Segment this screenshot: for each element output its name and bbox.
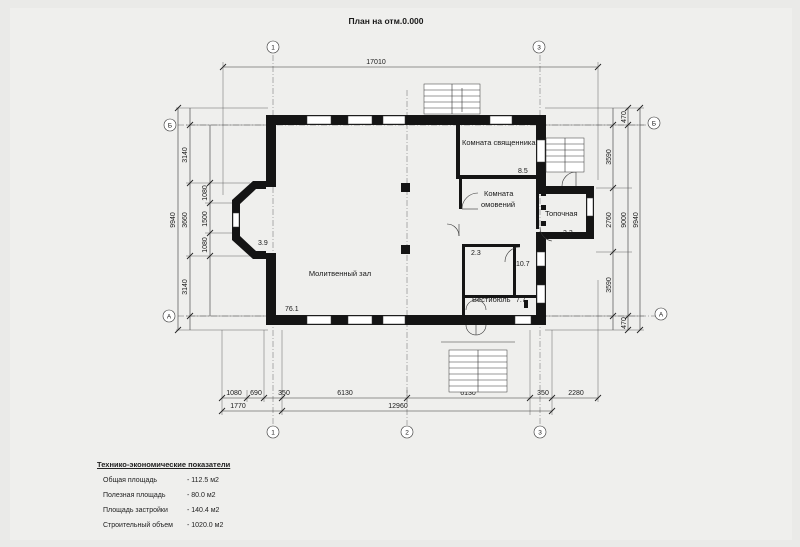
- svg-text:9000: 9000: [621, 212, 628, 228]
- axis-bubble-a-left: А: [162, 309, 176, 323]
- axis-bubble-1-top: 1: [266, 40, 280, 54]
- area-hall: 76.1: [285, 306, 299, 313]
- svg-text:1770: 1770: [230, 403, 246, 410]
- area-apse: 3.9: [258, 240, 268, 247]
- axis-bubble-3-bottom: 3: [533, 425, 547, 439]
- area-corridor: 2.3: [471, 250, 481, 257]
- svg-text:17010: 17010: [366, 59, 386, 66]
- axis-bubble-a-right: А: [654, 307, 668, 321]
- area-priest: 8.5: [518, 168, 528, 175]
- room-label-ablution-1: Комната: [484, 189, 514, 198]
- svg-text:6130: 6130: [460, 390, 476, 397]
- svg-text:1080: 1080: [226, 390, 242, 397]
- room-label-ablution-2: омовений: [481, 200, 515, 209]
- svg-text:1080: 1080: [202, 185, 209, 201]
- plan-title: План на отм.0.000: [348, 16, 423, 26]
- indicator-row: Общая площадь- 112.5 м2: [103, 477, 219, 484]
- svg-text:9940: 9940: [170, 212, 177, 228]
- svg-text:3140: 3140: [182, 147, 189, 163]
- svg-text:1: 1: [271, 45, 275, 52]
- axis-bubble-3-top: 3: [532, 40, 546, 54]
- axis-bubble-2-bottom: 2: [400, 425, 414, 439]
- technical-indicators: Технико-экономические показатели Общая п…: [97, 460, 427, 537]
- svg-text:3590: 3590: [606, 149, 613, 165]
- svg-text:Б: Б: [168, 123, 172, 130]
- area-boiler: 3.3: [563, 230, 573, 237]
- axis-bubble-1-bottom: 1: [266, 425, 280, 439]
- area-vestibule: 7.7: [516, 297, 526, 304]
- indicator-row: Площадь застройки- 140.4 м2: [103, 507, 220, 514]
- indicators-title: Технико-экономические показатели: [97, 460, 231, 469]
- apse-walls: [232, 181, 266, 259]
- indicator-row: Строительный объем- 1020.0 м2: [103, 522, 224, 529]
- room-label-vestibule: Вестибюль: [472, 295, 511, 304]
- svg-text:690: 690: [250, 390, 262, 397]
- room-label-boiler: Топочная: [545, 209, 578, 218]
- svg-text:470: 470: [621, 317, 628, 329]
- interior-walls: [401, 125, 546, 316]
- dimension-top: 17010: [219, 59, 602, 195]
- dimension-left: 3140 3660 3140 1080 1500 1080 9940: [170, 104, 268, 334]
- windows: [232, 115, 594, 325]
- room-label-priest: Комната священника: [462, 138, 536, 147]
- svg-text:3: 3: [537, 45, 541, 52]
- svg-text:1500: 1500: [202, 211, 209, 227]
- svg-text:9940: 9940: [633, 212, 640, 228]
- svg-text:2280: 2280: [568, 390, 584, 397]
- svg-text:Б: Б: [652, 121, 656, 128]
- svg-text:1: 1: [271, 430, 275, 437]
- svg-text:2760: 2760: [606, 212, 613, 228]
- svg-text:А: А: [659, 312, 664, 319]
- doors: [446, 171, 577, 336]
- svg-text:2: 2: [405, 430, 409, 437]
- svg-text:3140: 3140: [182, 279, 189, 295]
- axis-bubble-b-right: Б: [647, 116, 661, 130]
- svg-text:А: А: [167, 314, 172, 321]
- room-label-prayer-hall: Молитвенный зал: [309, 269, 371, 278]
- svg-text:350: 350: [278, 390, 290, 397]
- svg-text:3590: 3590: [606, 277, 613, 293]
- axis-bubble-b-left: Б: [163, 118, 177, 132]
- svg-text:12960: 12960: [388, 403, 408, 410]
- stair-bottom: [441, 341, 515, 393]
- stair-right: [545, 137, 585, 173]
- svg-text:1080: 1080: [202, 237, 209, 253]
- svg-text:350: 350: [537, 390, 549, 397]
- svg-text:6130: 6130: [337, 390, 353, 397]
- svg-text:3: 3: [538, 430, 542, 437]
- indicator-row: Полезная площадь- 80.0 м2: [103, 492, 216, 499]
- stair-top: [423, 83, 481, 115]
- svg-text:470: 470: [621, 111, 628, 123]
- area-wc: 10.7: [516, 261, 530, 268]
- dimension-right: 470 3590 2760 3590 470 9000 9940: [545, 104, 644, 334]
- svg-text:3660: 3660: [182, 212, 189, 228]
- dimension-bottom: 1080 690 350 6130 6130 350 2280 1770 129…: [218, 280, 602, 415]
